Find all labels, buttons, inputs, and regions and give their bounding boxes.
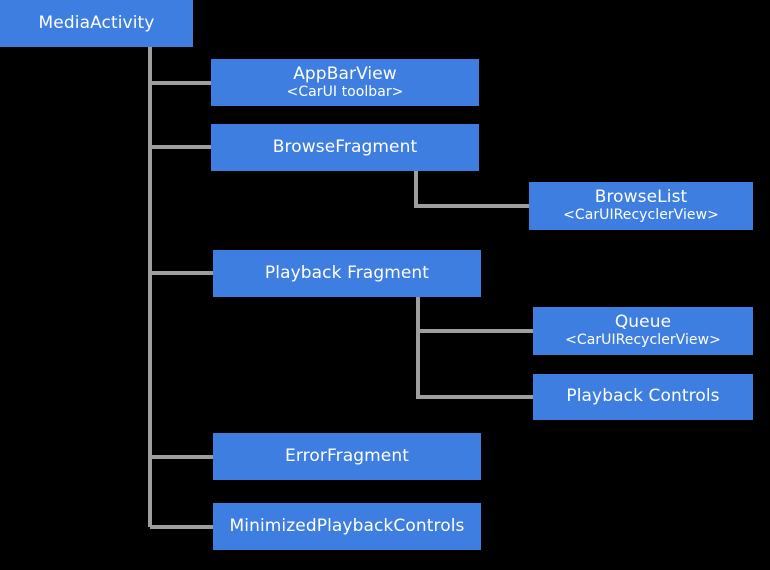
node-queue-label: Queue	[614, 312, 672, 333]
node-error-fragment[interactable]: ErrorFragment	[213, 433, 481, 480]
node-playback-fragment[interactable]: Playback Fragment	[213, 250, 481, 297]
node-queue-subtitle: <CarUIRecyclerView>	[565, 332, 721, 349]
node-app-bar-view-subtitle: <CarUI toolbar>	[286, 83, 404, 100]
node-app-bar-view-label: AppBarView	[293, 63, 397, 84]
node-browse-list-label: BrowseList	[594, 187, 688, 208]
node-error-fragment-label: ErrorFragment	[285, 445, 409, 466]
edge-browse-list	[414, 171, 529, 208]
node-media-activity[interactable]: MediaActivity	[0, 0, 193, 47]
node-minimized-playback-controls-label: MinimizedPlaybackControls	[229, 515, 465, 536]
node-playback-controls-label: Playback Controls	[566, 386, 720, 407]
node-browse-list-subtitle: <CarUIRecyclerView>	[563, 207, 719, 224]
node-playback-fragment-label: Playback Fragment	[264, 262, 430, 283]
node-media-activity-label: MediaActivity	[38, 12, 155, 33]
node-browse-list[interactable]: BrowseList <CarUIRecyclerView>	[529, 182, 753, 230]
node-browse-fragment[interactable]: BrowseFragment	[211, 124, 479, 171]
node-queue[interactable]: Queue <CarUIRecyclerView>	[533, 307, 753, 355]
node-app-bar-view[interactable]: AppBarView <CarUI toolbar>	[211, 59, 479, 106]
node-minimized-playback-controls[interactable]: MinimizedPlaybackControls	[213, 503, 481, 550]
edge-playback-controls	[416, 297, 533, 399]
node-browse-fragment-label: BrowseFragment	[272, 136, 418, 157]
node-playback-controls[interactable]: Playback Controls	[533, 374, 753, 420]
